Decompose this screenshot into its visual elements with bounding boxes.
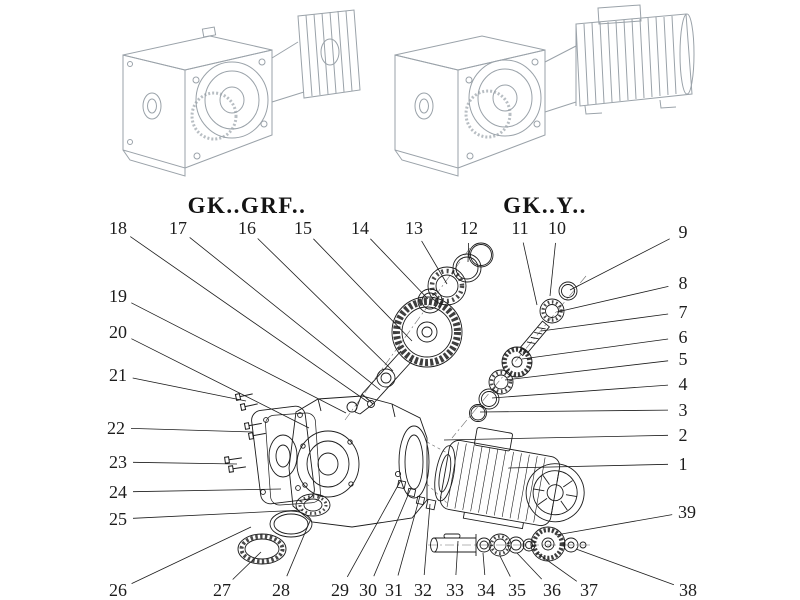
leader-line-25	[132, 509, 304, 519]
main-gear-and-shaft	[354, 296, 463, 415]
output-shaft-assembly	[430, 526, 587, 562]
leader-line-16	[257, 238, 394, 372]
leader-line-8	[556, 286, 669, 313]
leader-line-32	[423, 503, 431, 576]
leader-line-39	[555, 514, 673, 536]
leader-line-27	[232, 551, 262, 580]
leader-line-6	[521, 338, 669, 360]
leader-line-19	[131, 302, 347, 414]
leader-line-9	[569, 238, 670, 291]
leader-line-26	[131, 526, 252, 584]
leader-line-3	[479, 409, 669, 413]
leader-line-29	[346, 479, 402, 578]
leader-line-24	[132, 488, 282, 493]
model-label-gk-y: GK..Y..	[503, 193, 587, 218]
cover-screws	[224, 393, 266, 473]
leader-line-38	[575, 548, 675, 586]
leader-line-15	[313, 238, 413, 342]
leader-line-36	[516, 552, 542, 580]
leader-line-1	[507, 463, 669, 469]
leader-line-4	[491, 384, 669, 399]
exploded-assembly	[130, 236, 675, 586]
leader-line-37	[536, 552, 578, 582]
model-label-gk-grf: GK..GRF..	[187, 193, 307, 218]
leader-line-35	[499, 555, 511, 577]
leader-line-31	[397, 495, 421, 576]
side-cover-plate	[251, 405, 321, 506]
seal-and-ring-set	[237, 493, 331, 565]
leader-lines	[130, 236, 675, 586]
leader-line-23	[132, 461, 238, 465]
leader-line-12	[467, 242, 469, 263]
assembled-drawing-gk-grf	[122, 9, 361, 177]
leader-line-17	[189, 237, 381, 391]
electric-motor	[434, 427, 585, 530]
leader-line-5	[504, 360, 669, 381]
leader-line-33	[455, 540, 459, 576]
motor-mount-fasteners	[394, 470, 437, 511]
leader-line-13	[421, 240, 448, 285]
leader-line-28	[286, 520, 311, 577]
leader-line-7	[540, 313, 669, 332]
leader-line-2	[443, 434, 669, 441]
assembly-guide-lines	[426, 441, 450, 504]
leader-line-30	[373, 487, 412, 577]
leader-line-22	[130, 428, 254, 433]
leader-line-11	[522, 242, 538, 306]
assembled-drawing-gk-y	[394, 4, 695, 177]
leader-line-18	[130, 236, 369, 403]
leader-line-20	[131, 338, 310, 429]
leader-line-21	[132, 377, 247, 402]
input-bearing-set	[417, 242, 494, 314]
leader-line-10	[549, 242, 556, 297]
leader-line-34	[482, 552, 486, 576]
leader-line-14	[370, 238, 429, 300]
gearbox-housing	[288, 395, 430, 528]
